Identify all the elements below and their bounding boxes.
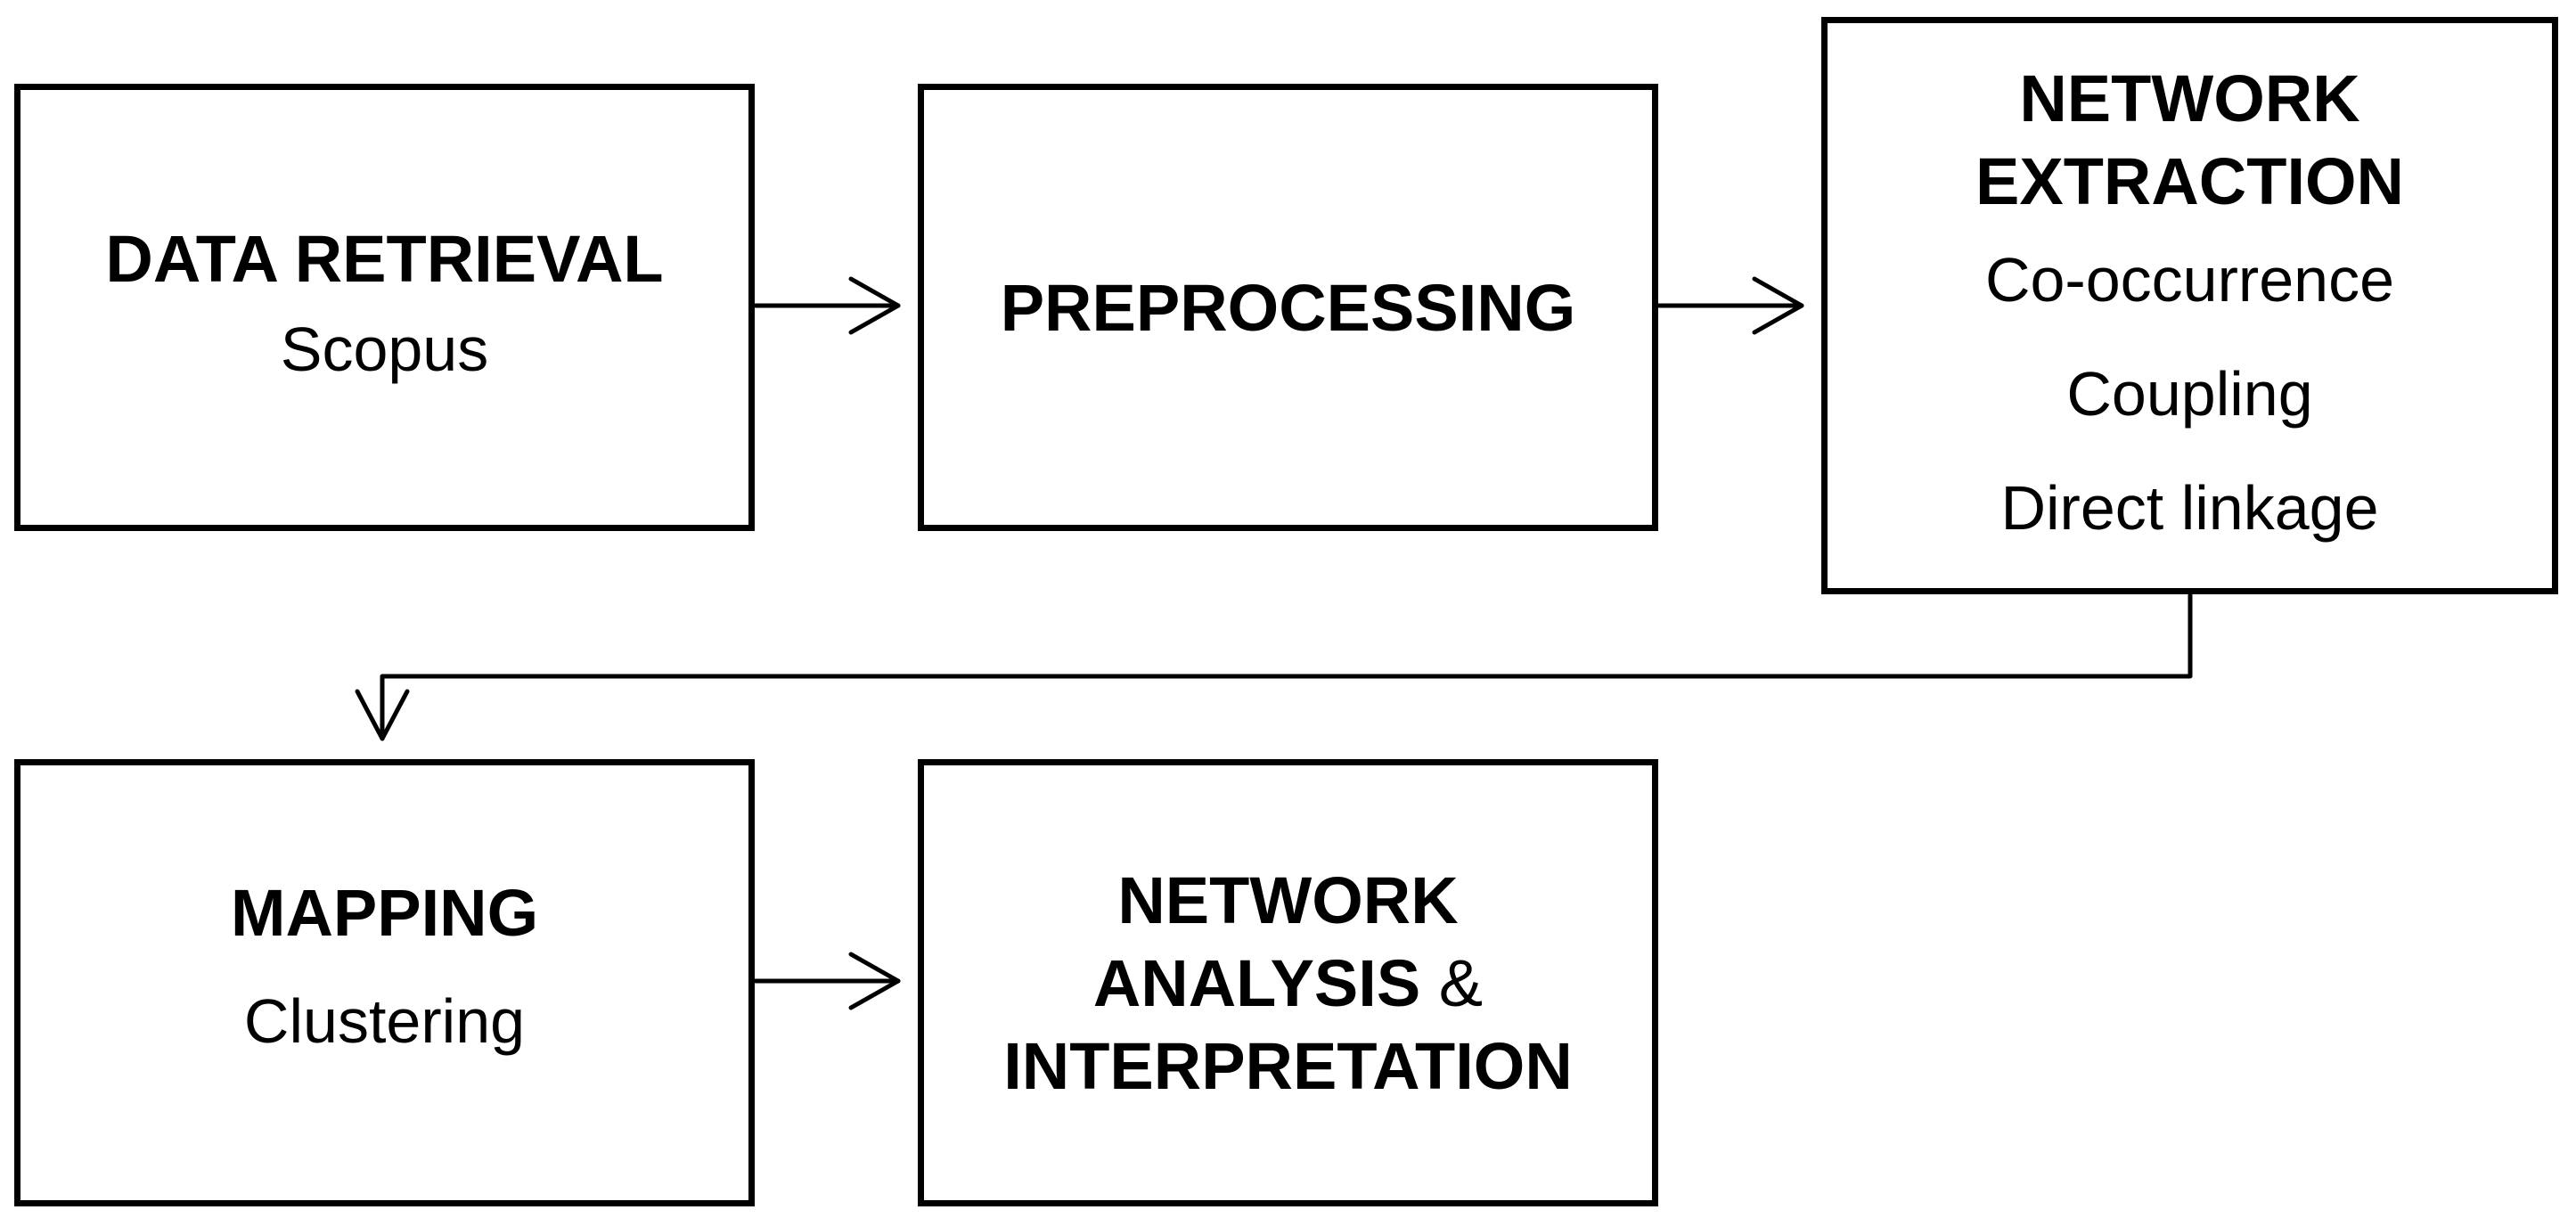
arrow-extraction-to-mapping — [355, 593, 2193, 741]
mapping-title: MAPPING — [230, 875, 539, 950]
extraction-method-co-occurrence: Co-occurrence — [1984, 245, 2395, 315]
arrow-preprocessing-to-extraction — [1656, 276, 1804, 335]
network-analysis-title-line3: INTERPRETATION — [1003, 1028, 1573, 1103]
network-extraction-title-line2: EXTRACTION — [1975, 144, 2404, 218]
mapping-box: MAPPING Clustering — [14, 759, 755, 1206]
preprocessing-box: PREPROCESSING — [918, 84, 1658, 531]
arrow-mapping-to-analysis — [753, 952, 901, 1010]
preprocessing-title: PREPROCESSING — [1000, 270, 1576, 345]
data-retrieval-source: Scopus — [280, 314, 489, 384]
network-analysis-title-ampersand: & — [1420, 945, 1484, 1020]
network-extraction-title-line1: NETWORK — [2019, 61, 2360, 135]
network-analysis-box: NETWORK ANALYSIS & INTERPRETATION — [918, 759, 1658, 1206]
extraction-method-direct-linkage: Direct linkage — [2000, 473, 2379, 543]
network-analysis-title-line2: ANALYSIS & — [1093, 942, 1483, 1025]
mapping-method: Clustering — [243, 985, 526, 1056]
data-retrieval-box: DATA RETRIEVAL Scopus — [14, 84, 755, 531]
extraction-method-coupling: Coupling — [2066, 359, 2313, 429]
network-extraction-box: NETWORK EXTRACTION Co-occurrence Couplin… — [1821, 17, 2558, 594]
arrow-retrieval-to-preprocessing — [753, 276, 901, 335]
network-analysis-title-analysis: ANALYSIS — [1092, 945, 1421, 1020]
network-analysis-title-line1: NETWORK — [1117, 862, 1459, 937]
data-retrieval-title: DATA RETRIEVAL — [105, 221, 664, 296]
